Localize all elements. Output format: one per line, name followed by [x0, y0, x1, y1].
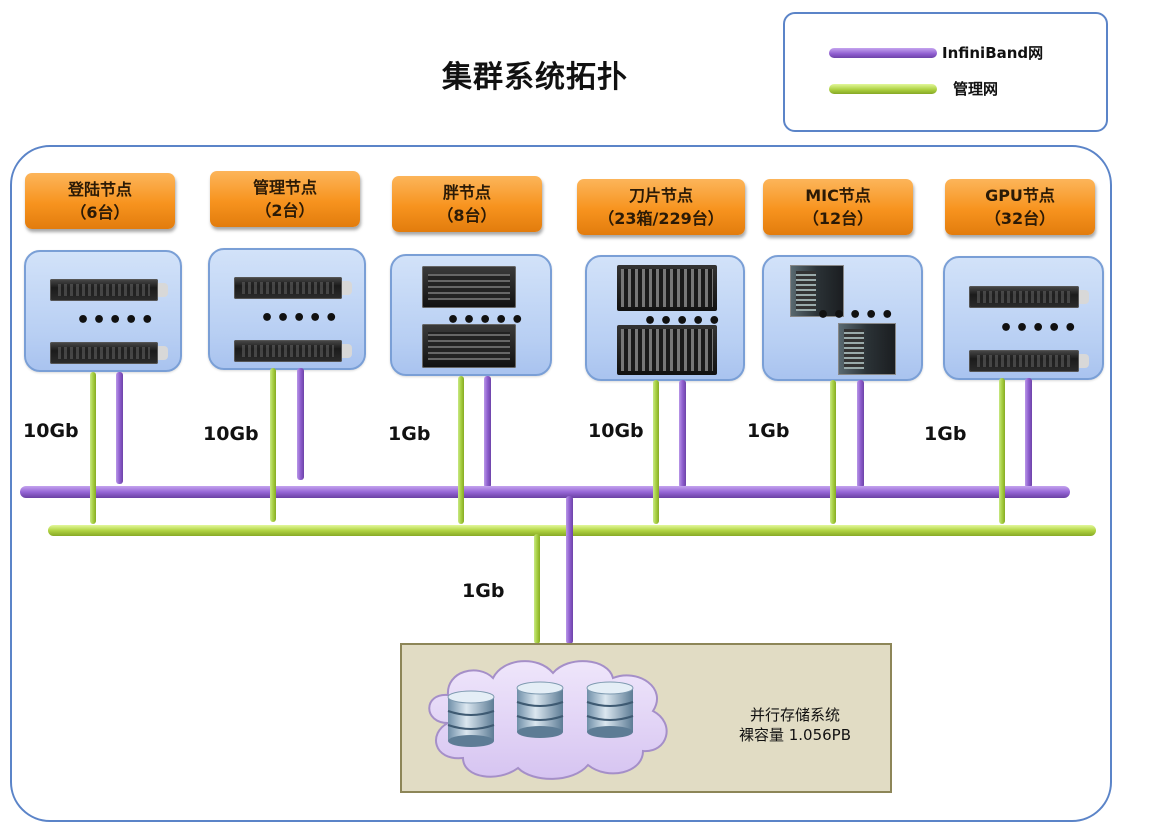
cluster-frame	[10, 145, 1112, 822]
infiniband-link-management	[297, 368, 304, 480]
database-icon	[516, 681, 564, 738]
ellipsis: •••••	[999, 316, 1080, 341]
link-speed-gpu: 1Gb	[924, 423, 967, 445]
link-speed-storage: 1Gb	[462, 580, 505, 602]
link-speed-fat: 1Gb	[388, 423, 431, 445]
legend: InfiniBand网 管理网	[783, 12, 1108, 132]
management-link-login	[90, 372, 96, 524]
link-speed-mic: 1Gb	[747, 420, 790, 442]
tower-server-icon	[838, 323, 896, 375]
infiniband-link-storage	[566, 496, 573, 644]
infiniband-link-blade	[679, 380, 686, 488]
node-name: 刀片节点	[628, 186, 693, 205]
diagram-title: 集群系统拓扑	[442, 60, 628, 95]
rack-server-icon	[969, 286, 1089, 308]
management-link-storage	[534, 534, 540, 644]
node-count: （12台）	[802, 209, 874, 228]
management-link-fat	[458, 376, 464, 524]
node-name: MIC节点	[805, 186, 871, 205]
node-name: 登陆节点	[67, 180, 132, 199]
link-speed-blade: 10Gb	[588, 420, 644, 442]
infiniband-line-swatch	[829, 48, 937, 58]
storage-name: 并行存储系统	[749, 706, 840, 724]
node-box-gpu: •••••	[943, 256, 1104, 380]
node-box-blade: •••••	[585, 255, 745, 381]
ellipsis: •••••	[260, 306, 341, 331]
node-label-fat: 胖节点 （8台）	[392, 176, 542, 232]
ellipsis: •••••	[76, 308, 157, 333]
infiniband-bus	[20, 486, 1070, 498]
node-label-mic: MIC节点 （12台）	[763, 179, 913, 235]
rack-server-icon	[50, 279, 168, 301]
node-box-fat: •••••	[390, 254, 552, 376]
node-box-mic: •••••	[762, 255, 923, 381]
rack-server-icon	[969, 350, 1089, 372]
infiniband-link-mic	[857, 380, 864, 488]
rack-server-icon	[50, 342, 168, 364]
infiniband-link-login	[116, 372, 123, 484]
management-link-management	[270, 368, 276, 522]
management-line-swatch	[829, 84, 937, 94]
node-label-management: 管理节点 （2台）	[210, 171, 360, 227]
node-name: GPU节点	[985, 186, 1055, 205]
blade-chassis-icon	[617, 265, 717, 311]
infiniband-link-fat	[484, 376, 491, 488]
storage-info: 并行存储系统 裸容量 1.056PB	[705, 705, 885, 745]
node-name: 管理节点	[252, 178, 317, 197]
node-count: （32台）	[984, 209, 1056, 228]
management-link-blade	[653, 380, 659, 524]
database-icon	[447, 690, 495, 747]
link-speed-management: 10Gb	[203, 423, 259, 445]
node-count: （23箱/229台）	[598, 209, 724, 228]
server-4u-icon	[422, 324, 516, 368]
rack-server-icon	[234, 340, 352, 362]
tower-server-icon	[790, 265, 844, 317]
node-label-login: 登陆节点 （6台）	[25, 173, 175, 229]
management-link-gpu	[999, 378, 1005, 524]
node-box-login: •••••	[24, 250, 182, 372]
node-count: （8台）	[437, 206, 497, 225]
node-count: （2台）	[255, 201, 315, 220]
node-name: 胖节点	[442, 183, 491, 202]
storage-system-box	[400, 643, 892, 793]
node-label-gpu: GPU节点 （32台）	[945, 179, 1095, 235]
ellipsis: •••••	[816, 303, 897, 328]
node-box-management: •••••	[208, 248, 366, 370]
infiniband-link-gpu	[1025, 378, 1032, 488]
database-icon	[586, 681, 634, 738]
legend-label-infiniband: InfiniBand网	[942, 44, 1044, 62]
blade-chassis-icon	[617, 325, 717, 375]
server-4u-icon	[422, 266, 516, 308]
rack-server-icon	[234, 277, 352, 299]
management-link-mic	[830, 380, 836, 524]
node-count: （6台）	[70, 203, 130, 222]
node-label-blade: 刀片节点 （23箱/229台）	[577, 179, 745, 235]
link-speed-login: 10Gb	[23, 420, 79, 442]
legend-label-management: 管理网	[953, 80, 999, 98]
storage-capacity: 裸容量 1.056PB	[738, 726, 852, 744]
